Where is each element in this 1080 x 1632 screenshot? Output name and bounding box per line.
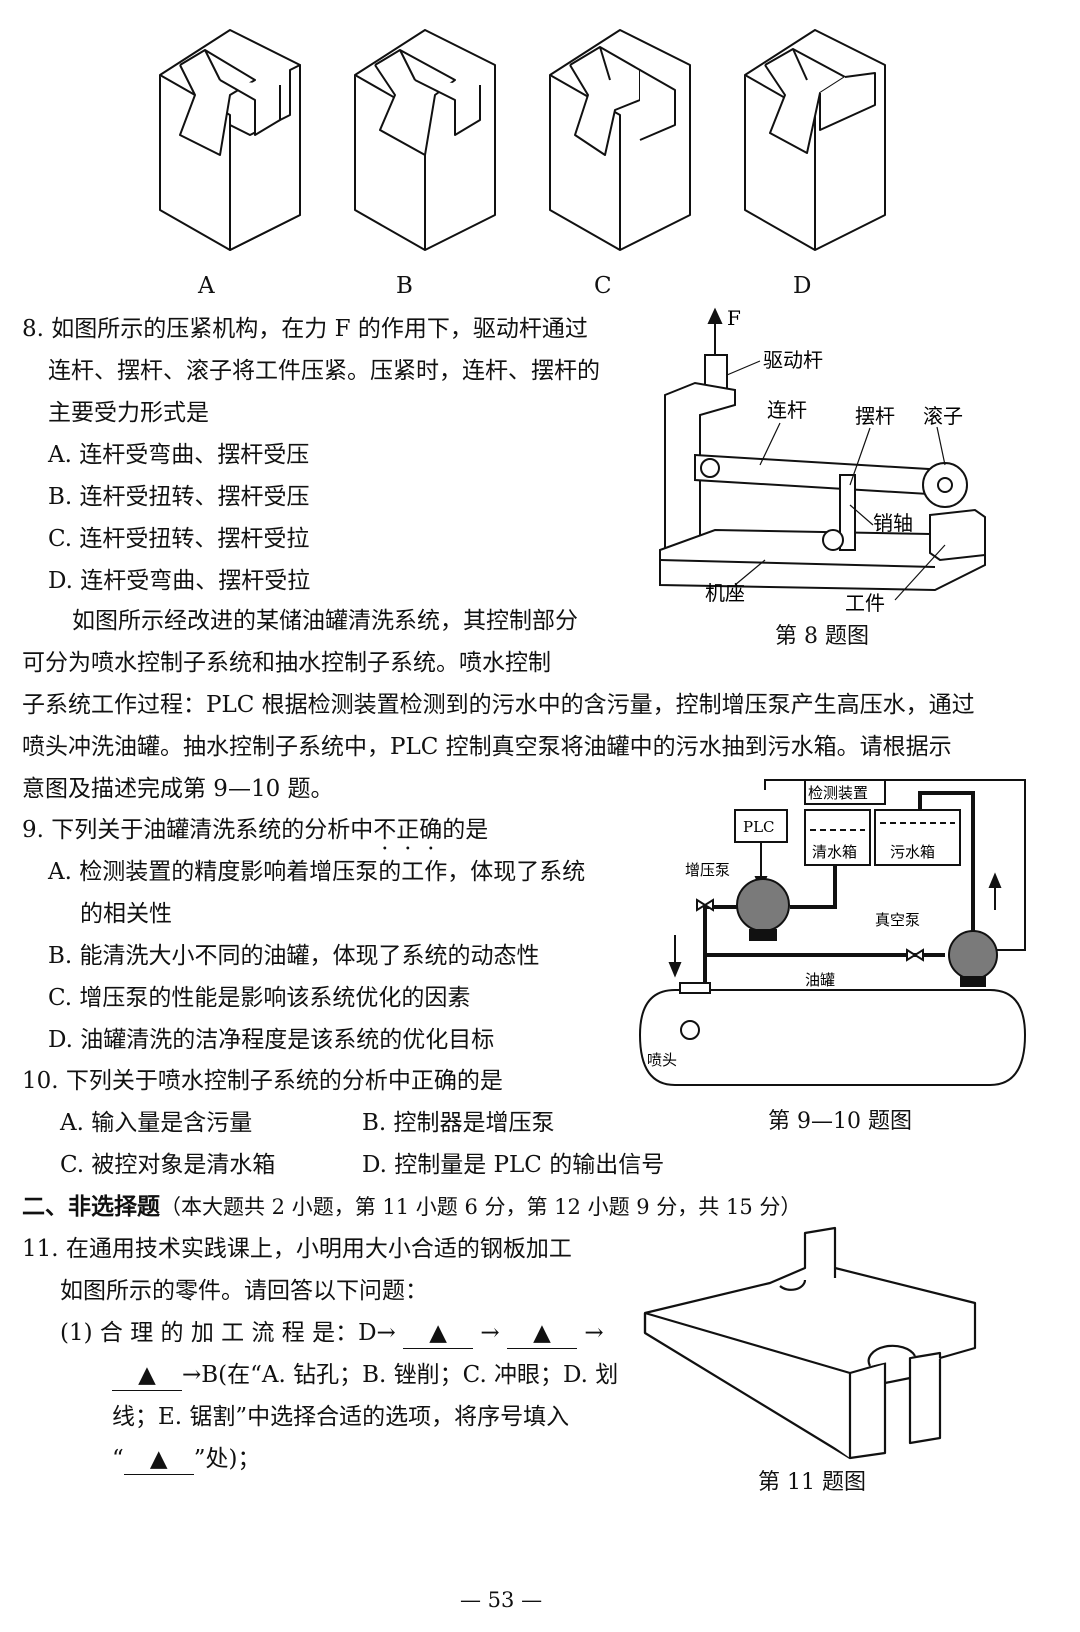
q8-label-roller: 滚子	[923, 404, 963, 428]
page-number: — 53 —	[460, 1588, 543, 1612]
fig-9-10: 检测装置 PLC 清水箱 污水箱 增压泵 真空泵 油罐 喷头	[638, 779, 1027, 1086]
q7-block-a	[159, 29, 301, 251]
section2-heading: 二、非选择题（本大题共 2 小题，第 11 小题 6 分，第 12 小题 9 分…	[22, 1192, 801, 1222]
q9-option-a: A. 检测装置的精度影响着增压泵的工作，体现了系统	[48, 859, 586, 885]
q10-option-d: D. 控制量是 PLC 的输出信号	[362, 1152, 665, 1178]
q8-option-a: A. 连杆受弯曲、摆杆受压	[48, 442, 310, 468]
q11-part1-c: 线；E. 锯割”中选择合适的选项，将序号填入	[112, 1404, 570, 1430]
q11-arrow-2: →	[584, 1320, 604, 1346]
fig-9-10-caption: 第 9—10 题图	[768, 1109, 912, 1134]
q9-option-b: B. 能清洗大小不同的油罐，体现了系统的动态性	[48, 943, 540, 969]
q7-option-a: A	[198, 273, 215, 299]
q10-option-c: C. 被控对象是清水箱	[60, 1152, 276, 1178]
q8-figure: F 驱动杆 连杆 摆杆 滚子 销轴 机座 工件	[659, 306, 986, 615]
q8-label-base: 机座	[705, 581, 745, 605]
q9-stem: 9. 下列关于油罐清洗系统的分析中不正确的是	[22, 815, 488, 845]
q10-option-a: A. 输入量是含污量	[60, 1110, 253, 1136]
fig-label-clean-tank: 清水箱	[812, 843, 857, 861]
q11-part1-b: →B(在“A. 钻孔；B. 锉削；C. 冲眼；D. 划	[182, 1362, 619, 1388]
intro-line-2: 可分为喷水控制子系统和抽水控制子系统。喷水控制	[22, 650, 551, 676]
q11-blank-2[interactable]: ▲	[507, 1318, 577, 1349]
q11-arrow-1: →	[480, 1320, 500, 1346]
q9-option-d: D. 油罐清洗的洁净程度是该系统的优化目标	[48, 1027, 495, 1053]
q11-blank-3[interactable]: ▲	[112, 1360, 182, 1391]
intro-line-4: 喷头冲洗油罐。抽水控制子系统中，PLC 控制真空泵将油罐中的污水抽到污水箱。请根…	[22, 734, 952, 760]
q9-emph-3: 确	[419, 817, 442, 843]
q9-emph-2: 正	[396, 817, 419, 843]
q7-option-c: C	[594, 273, 612, 299]
fig-label-booster-pump: 增压泵	[685, 861, 730, 879]
q8-label-link: 连杆	[767, 398, 807, 422]
q8-label-pin: 销轴	[873, 511, 913, 535]
q7-block-c	[549, 29, 691, 251]
fig-label-nozzle: 喷头	[647, 1051, 677, 1069]
q7-option-b: B	[396, 273, 413, 299]
q9-emph-1: 不	[373, 817, 396, 843]
q11-stem-2: 如图所示的零件。请回答以下问题：	[60, 1278, 428, 1304]
section2-title: 二、非选择题	[22, 1194, 160, 1220]
q11-blank-4[interactable]: ▲	[123, 1444, 194, 1475]
q8-label-workpiece: 工件	[845, 591, 885, 615]
q8-stem-2: 连杆、摆杆、滚子将工件压紧。压紧时，连杆、摆杆的	[48, 358, 600, 384]
q9-stem-pre: 9. 下列关于油罐清洗系统的分析中	[22, 817, 374, 843]
q11-caption: 第 11 题图	[758, 1470, 866, 1495]
q8-label-swing-rod: 摆杆	[855, 404, 895, 428]
fig-label-oil-tank: 油罐	[805, 971, 835, 989]
q9-option-a-cont: 的相关性	[80, 901, 172, 927]
intro-line-3: 子系统工作过程：PLC 根据检测装置检测到的污水中的含污量，控制增压泵产生高压水…	[22, 692, 975, 718]
q11-part1-line2: ▲→B(在“A. 钻孔；B. 锉削；C. 冲眼；D. 划	[112, 1360, 618, 1391]
intro-line-5: 意图及描述完成第 9—10 题。	[22, 776, 334, 802]
fig-label-detector: 检测装置	[808, 784, 868, 802]
q11-part1-a: (1) 合 理 的 加 工 流 程 是：D→	[60, 1320, 396, 1346]
q7-block-b	[354, 29, 496, 251]
fig-label-vacuum-pump: 真空泵	[875, 911, 920, 929]
q11-part1-d: ”处)；	[193, 1446, 261, 1472]
q7-block-d	[744, 29, 886, 251]
q7-options-figure	[159, 29, 886, 251]
q11-part1-line1: (1) 合 理 的 加 工 流 程 是：D→ ▲ → ▲ →	[60, 1318, 604, 1349]
q11-stem-1: 11. 在通用技术实践课上，小明用大小合适的钢板加工	[22, 1236, 572, 1262]
q11-open-quote: “	[112, 1446, 124, 1472]
fig-label-plc: PLC	[743, 818, 775, 836]
q8-label-force: F	[727, 306, 741, 330]
fig-label-waste-tank: 污水箱	[890, 843, 935, 861]
q9-option-c: C. 增压泵的性能是影响该系统优化的因素	[48, 985, 471, 1011]
q10-stem: 10. 下列关于喷水控制子系统的分析中正确的是	[22, 1068, 503, 1094]
q8-stem-1: 8. 如图所示的压紧机构，在力 F 的作用下，驱动杆通过	[22, 316, 588, 342]
q8-option-d: D. 连杆受弯曲、摆杆受拉	[48, 568, 311, 594]
q8-caption: 第 8 题图	[775, 624, 869, 649]
q9-stem-post: 的是	[442, 817, 489, 843]
q11-part1-line4: “▲”处)；	[112, 1444, 261, 1475]
q7-option-d: D	[793, 273, 812, 299]
section2-note: （本大题共 2 小题，第 11 小题 6 分，第 12 小题 9 分，共 15 …	[160, 1195, 802, 1219]
q11-blank-1[interactable]: ▲	[403, 1318, 474, 1349]
q8-option-c: C. 连杆受扭转、摆杆受拉	[48, 526, 310, 552]
q8-label-drive-rod: 驱动杆	[763, 348, 823, 372]
intro-line-1: 如图所示经改进的某储油罐清洗系统，其控制部分	[72, 608, 578, 634]
q10-option-b: B. 控制器是增压泵	[362, 1110, 555, 1136]
q8-option-b: B. 连杆受扭转、摆杆受压	[48, 484, 310, 510]
q8-stem-3: 主要受力形式是	[48, 400, 209, 426]
q11-figure	[643, 1226, 977, 1460]
